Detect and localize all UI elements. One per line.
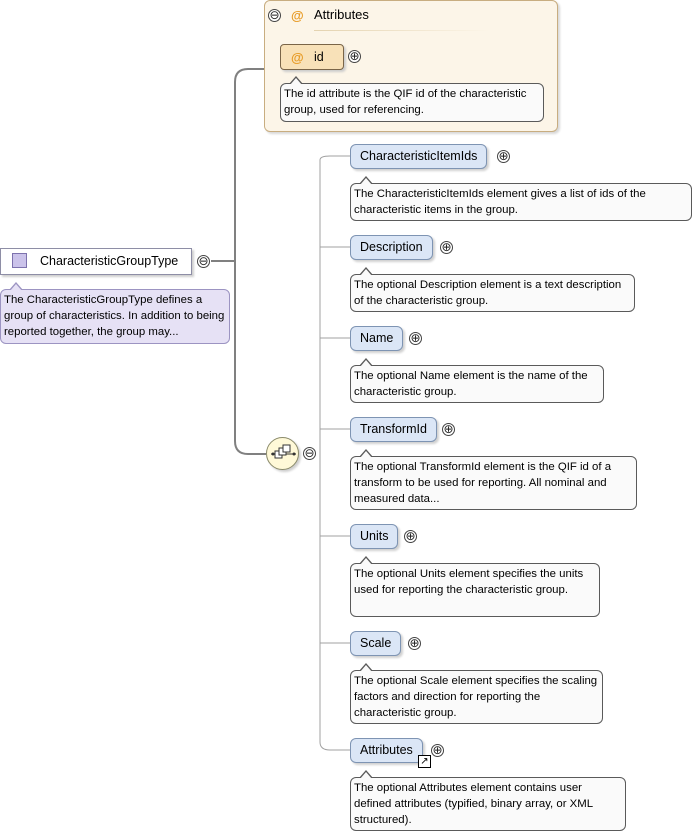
element-doc: The optional Description element is a te… bbox=[350, 267, 635, 312]
element-label: Units bbox=[360, 529, 389, 543]
element-doc: The optional Name element is the name of… bbox=[350, 358, 604, 403]
element-description[interactable]: Description bbox=[350, 235, 433, 260]
root-type-doc: The CharacteristicGroupType defines a gr… bbox=[0, 282, 230, 344]
attribute-id-doc: The id attribute is the QIF id of the ch… bbox=[280, 76, 544, 122]
root-type-box[interactable]: CharacteristicGroupType bbox=[0, 248, 192, 275]
element-name[interactable]: Name bbox=[350, 326, 404, 351]
expand-icon[interactable]: ⊕ bbox=[442, 422, 455, 436]
attributes-collapse-toggle[interactable]: ⊖ bbox=[268, 8, 281, 22]
element-label: TransformId bbox=[360, 422, 427, 436]
expand-icon[interactable]: ⊕ bbox=[431, 743, 444, 757]
expand-icon[interactable]: ⊕ bbox=[404, 529, 417, 543]
element-doc: The optional Scale element specifies the… bbox=[350, 663, 603, 724]
sequence-symbol-icon bbox=[271, 444, 296, 459]
expand-icon[interactable]: ⊕ bbox=[408, 636, 421, 650]
sequence-compositor-icon[interactable] bbox=[266, 437, 299, 470]
element-doc: The CharacteristicItemIds element gives … bbox=[350, 176, 692, 221]
element-label: Scale bbox=[360, 636, 392, 650]
element-label: Description bbox=[360, 240, 423, 254]
element-label: Name bbox=[360, 331, 394, 345]
attribute-at-icon: @ bbox=[291, 50, 304, 65]
complex-type-icon bbox=[12, 253, 27, 268]
element-characteristic-item-ids[interactable]: CharacteristicItemIds bbox=[350, 144, 488, 169]
attribute-id[interactable]: @ id bbox=[280, 44, 344, 70]
root-type-name: CharacteristicGroupType bbox=[40, 254, 179, 268]
attribute-id-expand-icon[interactable]: ⊕ bbox=[348, 49, 361, 63]
expand-icon[interactable]: ⊕ bbox=[409, 331, 422, 345]
element-attributes[interactable]: Attributes bbox=[350, 738, 423, 763]
reference-arrow-icon: ↗ bbox=[418, 755, 431, 768]
element-doc: The optional Units element specifies the… bbox=[350, 556, 600, 617]
attributes-group-title: Attributes bbox=[314, 7, 369, 22]
attribute-at-icon: @ bbox=[291, 8, 304, 23]
element-label: Attributes bbox=[360, 743, 413, 757]
expand-icon[interactable]: ⊕ bbox=[440, 240, 453, 254]
root-collapse-toggle[interactable]: ⊖ bbox=[197, 254, 210, 268]
element-label: CharacteristicItemIds bbox=[360, 149, 478, 163]
element-units[interactable]: Units bbox=[350, 524, 399, 549]
element-transform-id[interactable]: TransformId bbox=[350, 417, 437, 442]
element-scale[interactable]: Scale bbox=[350, 631, 402, 656]
element-doc: The optional TransformId element is the … bbox=[350, 449, 637, 510]
element-doc: The optional Attributes element contains… bbox=[350, 770, 626, 831]
sequence-collapse-toggle[interactable]: ⊖ bbox=[303, 446, 316, 460]
attributes-divider bbox=[314, 30, 489, 31]
expand-icon[interactable]: ⊕ bbox=[497, 149, 510, 163]
attribute-id-label: id bbox=[314, 50, 324, 64]
